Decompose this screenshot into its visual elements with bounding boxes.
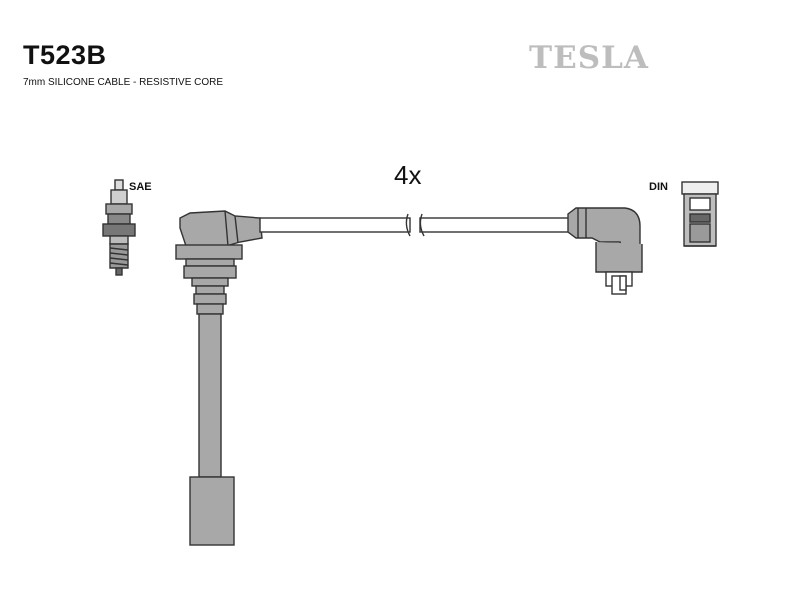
- ignition-cable: [259, 213, 571, 237]
- sae-spark-plug-icon: [102, 179, 136, 276]
- din-label: DIN: [649, 181, 668, 193]
- quantity-label: 4x: [394, 160, 422, 190]
- sae-label: SAE: [129, 181, 152, 193]
- part-number: T523B: [23, 40, 107, 70]
- right-boot: [567, 207, 643, 295]
- cable-description: 7mm SILICONE CABLE - RESISTIVE CORE: [23, 77, 224, 88]
- brand-logo: TESLA: [529, 40, 649, 76]
- din-terminal-icon: [681, 181, 719, 247]
- left-boot: [175, 210, 263, 546]
